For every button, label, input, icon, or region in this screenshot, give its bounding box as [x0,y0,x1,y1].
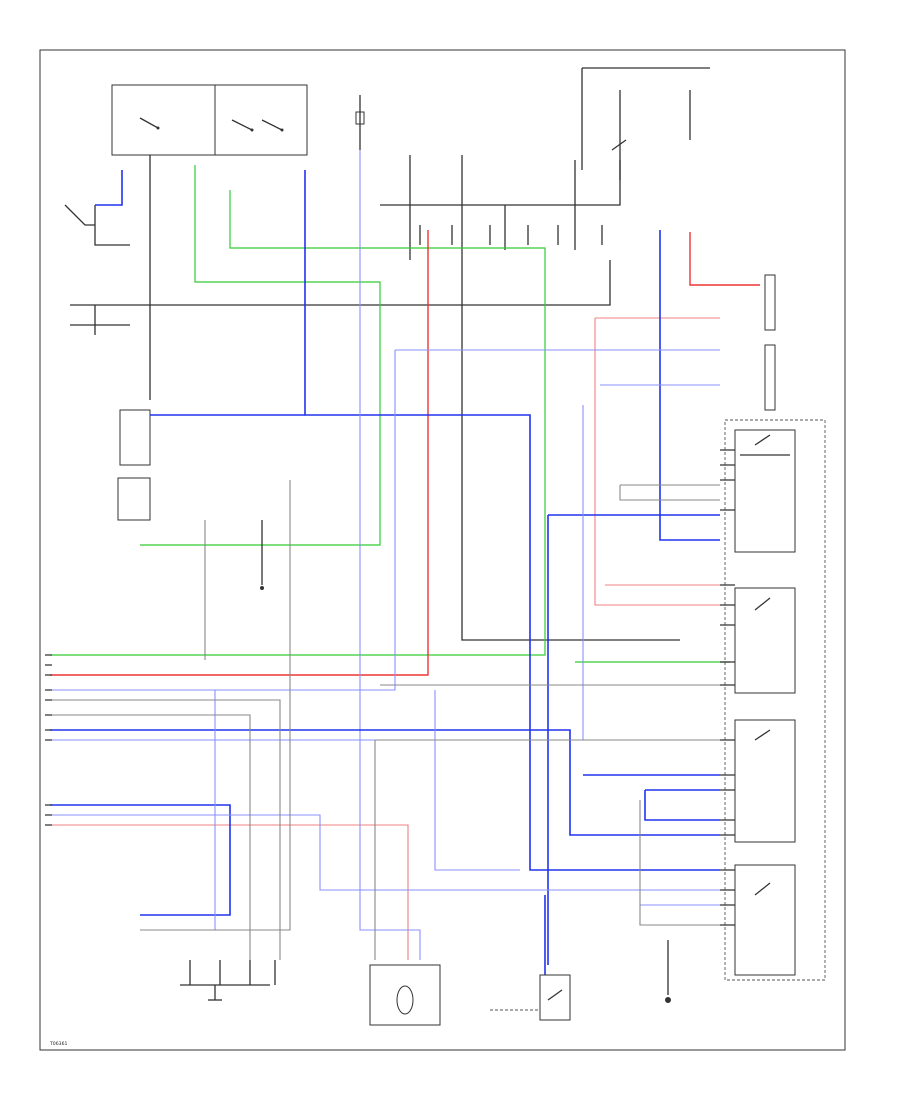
thermo-switch [539,974,571,1021]
relay-1 [734,429,796,553]
left-switch-top [64,170,130,246]
green-wire [50,165,730,663]
blower-switch-module [117,409,151,521]
relay-pins [720,584,735,926]
pink-wire [50,317,730,960]
ground-mid-left [260,520,264,590]
relay-3 [734,719,796,843]
blue-wire-secondary [50,349,720,975]
ignition-fuse [355,95,365,150]
bottom-ground-right [665,940,671,1003]
main-relay-supply [581,67,710,180]
ground-bus-upper [380,155,680,641]
left-connector-pins [45,654,52,826]
ac-pressure-switch-assembly [111,84,308,156]
relay-4 [734,864,796,976]
gray-wires [50,480,730,960]
footer-code: T06361 [49,1041,67,1047]
bottom-ground-left [180,960,276,1001]
connector-row-top [419,225,603,245]
temperature-sensor [369,964,441,1026]
left-bus-vertical [70,155,611,400]
red-wire [50,230,760,676]
right-top-module [720,274,776,511]
relay-box-dashed [724,419,826,981]
relay-2 [734,587,796,694]
diagram-frame [39,49,846,1051]
